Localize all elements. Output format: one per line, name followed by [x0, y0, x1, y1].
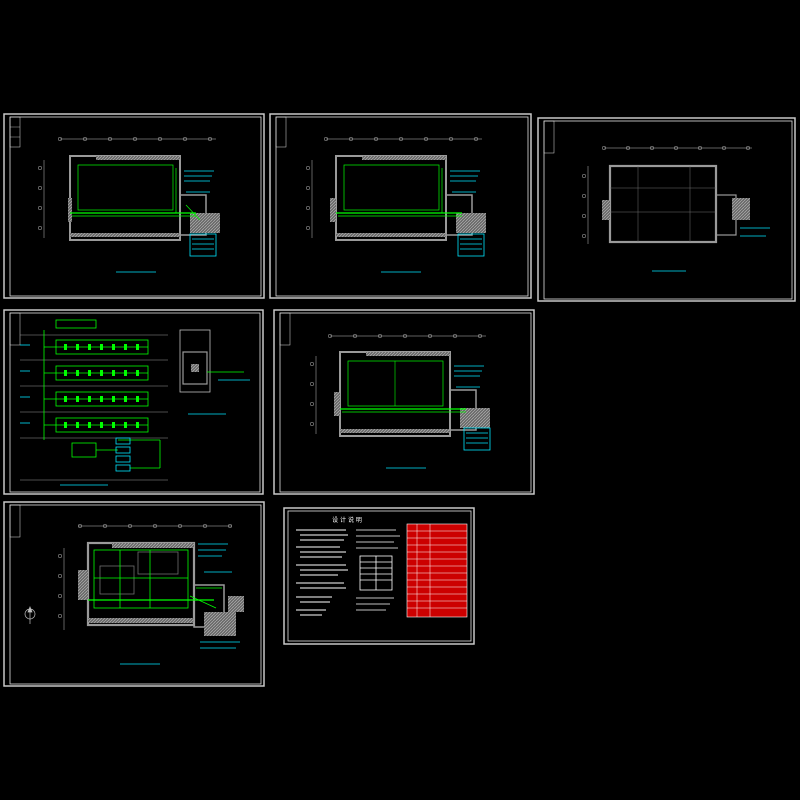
- sheet-plan-2[interactable]: [269, 113, 532, 299]
- sheet-plan-4[interactable]: [273, 309, 535, 495]
- sheet-plan-1[interactable]: [3, 113, 265, 299]
- plan-5-walls: [78, 541, 244, 636]
- plan-4-walls: [334, 351, 490, 437]
- plan-4-wiring: [340, 360, 466, 413]
- plan-3-walls: [602, 164, 750, 244]
- notes-text-column-1: [296, 529, 348, 616]
- plan-4-grid-axes: [309, 333, 486, 434]
- plan-4-labels: [386, 365, 491, 469]
- sheet-plan-5[interactable]: [3, 501, 265, 687]
- plan-3-grid-axes: [581, 145, 752, 244]
- notes-text-column-2: [356, 529, 400, 611]
- plan-1-grid-axes: [37, 136, 216, 238]
- north-arrow-icon: [24, 606, 36, 624]
- schematic-breakers: [64, 344, 139, 428]
- sheet-schematic[interactable]: [3, 309, 264, 495]
- sheet-plan-3[interactable]: [537, 117, 796, 302]
- schematic-floor-lines: [20, 334, 168, 481]
- legend-table: [406, 523, 468, 618]
- plan-2-grid-axes: [305, 136, 482, 238]
- plan-2-labels: [381, 170, 485, 273]
- plan-1-labels: [116, 170, 217, 273]
- schematic-cabinet-detail: [179, 329, 250, 415]
- plan-1-walls: [68, 155, 220, 241]
- plan-1-wiring: [70, 164, 201, 221]
- plan-5-labels: [120, 543, 240, 665]
- plan-3-labels: [652, 227, 770, 272]
- sheet-notes[interactable]: [283, 507, 475, 645]
- schematic-panel-boxes: [20, 344, 131, 486]
- plan-5-grid-axes: [57, 523, 233, 630]
- notes-heading: 设 计 说 明: [332, 516, 362, 524]
- plan-2-walls: [330, 155, 486, 241]
- plan-5-wiring: [88, 549, 222, 609]
- plan-2-wiring: [336, 164, 462, 217]
- schematic-circuits: [43, 319, 161, 469]
